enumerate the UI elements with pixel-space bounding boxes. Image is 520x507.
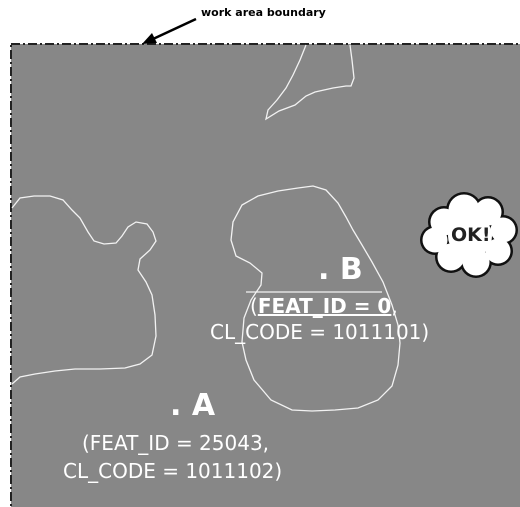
callout-arrow-line bbox=[152, 17, 197, 41]
feature-a-polygon bbox=[11, 195, 157, 385]
point-b-label: . B bbox=[318, 252, 363, 287]
point-b-comma: , bbox=[391, 294, 398, 318]
ok-bubble-text: OK! bbox=[451, 224, 491, 246]
work-area-boundary-callout: work area boundary bbox=[201, 6, 326, 19]
point-b-feat-id: (FEAT_ID = 0, bbox=[250, 294, 398, 318]
point-a-feat-id: (FEAT_ID = 25043, bbox=[82, 431, 270, 455]
point-b-feat-id-value: FEAT_ID = 0 bbox=[257, 294, 392, 318]
point-a-cl-code: CL_CODE = 1011102) bbox=[63, 459, 283, 483]
ok-cloud-bubble bbox=[420, 192, 518, 278]
point-b-open-paren: ( bbox=[250, 294, 258, 318]
point-a-label: . A bbox=[170, 388, 216, 423]
callout-arrowhead bbox=[142, 33, 157, 44]
work-area-boundary bbox=[10, 43, 520, 507]
feature-b-polygon bbox=[230, 185, 401, 412]
top-polygon bbox=[265, 44, 355, 121]
point-b-cl-code: CL_CODE = 1011101) bbox=[210, 320, 430, 344]
